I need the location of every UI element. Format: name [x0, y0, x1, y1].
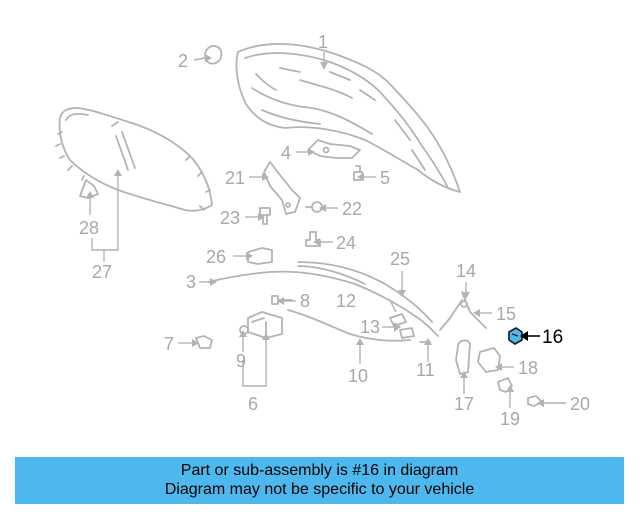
callout-19: 19: [500, 409, 520, 429]
callout-9: 9: [236, 351, 246, 371]
hinge-nut[interactable]: [305, 201, 323, 213]
callout-17: 17: [454, 394, 474, 414]
hood-bumper[interactable]: [204, 45, 223, 65]
info-line-disclaimer: Diagram may not be specific to your vehi…: [164, 481, 475, 498]
callout-labels: 1 2 4 5 21 22 23 24 26 25 3 14 8 12 15 1…: [79, 32, 590, 429]
callout-26: 26: [206, 247, 226, 267]
callout-24: 24: [336, 233, 356, 253]
callout-20: 20: [570, 394, 590, 414]
callout-8: 8: [300, 291, 310, 311]
callout-11: 11: [416, 360, 435, 380]
support-rod[interactable]: [455, 339, 471, 375]
callout-1: 1: [318, 32, 328, 52]
callout-22: 22: [342, 199, 362, 219]
leader-16: [520, 331, 540, 341]
latch-mount-bolt[interactable]: [195, 335, 213, 349]
callout-2: 2: [178, 51, 188, 71]
hood-insulator[interactable]: [55, 107, 213, 212]
release-bracket[interactable]: [247, 247, 273, 265]
leader-lines: [89, 52, 566, 408]
info-line-part: Part or sub-assembly is #16 in diagram: [180, 462, 459, 479]
callout-5: 5: [380, 168, 390, 188]
release-cable[interactable]: [207, 261, 439, 337]
rod-grommet[interactable]: [477, 347, 501, 373]
hinge-mount-bolt[interactable]: [259, 207, 271, 225]
diagram-info-banner: Part or sub-assembly is #16 in diagram D…: [15, 457, 624, 504]
callout-21: 21: [225, 168, 245, 188]
hood-hinge[interactable]: [263, 161, 301, 215]
callout-12: 12: [336, 291, 356, 311]
secondary-cable[interactable]: [287, 309, 411, 342]
callout-4: 4: [281, 143, 291, 163]
callout-15: 15: [496, 304, 516, 324]
callout-3: 3: [186, 272, 196, 292]
retainer-clip[interactable]: [527, 395, 543, 407]
callout-6: 6: [248, 394, 258, 414]
highlighted-part-16[interactable]: [508, 327, 523, 345]
callout-13: 13: [360, 317, 380, 337]
hood-latch[interactable]: [247, 311, 283, 339]
callout-28: 28: [79, 218, 99, 238]
hood-hinge-arm[interactable]: [307, 139, 361, 159]
hood-panel[interactable]: [235, 43, 461, 193]
parts-diagram: 1 2 4 5 21 22 23 24 26 25 3 14 8 12 15 1…: [55, 32, 590, 429]
callout-7: 7: [164, 334, 174, 354]
callout-25: 25: [390, 249, 410, 269]
callout-18: 18: [518, 358, 538, 378]
callout-27: 27: [92, 262, 112, 282]
callout-23: 23: [220, 208, 240, 228]
callout-10: 10: [348, 366, 368, 386]
callout-14: 14: [456, 261, 476, 281]
leader-arrowheads: [86, 54, 544, 407]
hinge-bolt[interactable]: [353, 165, 363, 181]
cable-clip[interactable]: [389, 313, 415, 339]
prop-rod[interactable]: [439, 291, 487, 331]
callout-16: 16: [542, 327, 563, 348]
